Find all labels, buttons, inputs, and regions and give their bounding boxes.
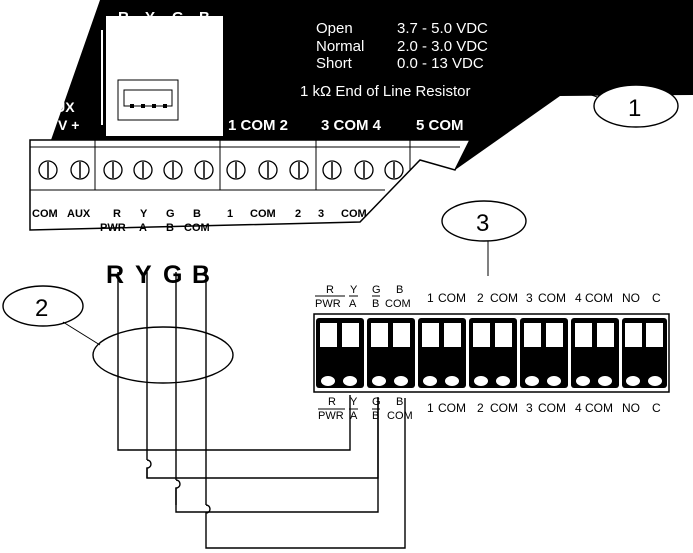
pt-a: A	[139, 222, 147, 234]
callout-3-label: 3	[476, 210, 489, 237]
module-top-terminal-labels: 1 COM 2 COM 3 COM 4 COM NO C	[427, 291, 661, 305]
svg-text:1: 1	[427, 291, 434, 305]
aux-label: AUX	[45, 99, 75, 115]
mod-top-r: R	[326, 284, 334, 296]
wire-labels: R Y G B	[106, 261, 210, 289]
mod-top-pwr: PWR	[315, 298, 341, 310]
resistor-label: 1 kΩ End of Line Resistor	[300, 83, 470, 100]
svg-text:COM: COM	[438, 291, 466, 305]
zone-label-1: 1 COM 2	[228, 117, 288, 134]
svg-text:COM: COM	[438, 401, 466, 415]
mod-top-g: G	[372, 284, 381, 296]
svg-text:1: 1	[427, 401, 434, 415]
svg-text:COM: COM	[387, 410, 413, 422]
callout-2: 2	[2, 285, 234, 384]
zone-labels: 1 COM 2 3 COM 4 5 COM	[228, 117, 464, 134]
voltage-table: Open 3.7 - 5.0 VDC Normal 2.0 - 3.0 VDC …	[300, 20, 488, 100]
svg-text:COM: COM	[538, 291, 566, 305]
panel-label-g: G	[172, 9, 184, 26]
aux-voltage: - 12 V +	[30, 117, 79, 133]
callout-2-label: 2	[35, 295, 48, 322]
svg-text:B: B	[396, 396, 403, 408]
pt-1: 1	[227, 208, 233, 220]
panel-top-labels: R Y G B	[118, 9, 210, 26]
callout-3: 3	[441, 200, 527, 276]
svg-text:2: 2	[477, 401, 484, 415]
pt-com-3: COM	[341, 208, 367, 220]
zone-label-3: 5 COM	[416, 117, 464, 134]
state-normal: Normal	[316, 38, 364, 55]
svg-text:COM: COM	[585, 291, 613, 305]
pt-com-2: COM	[250, 208, 276, 220]
state-open: Open	[316, 20, 353, 37]
range-normal: 2.0 - 3.0 VDC	[397, 38, 488, 55]
panel-label-r: R	[118, 9, 129, 26]
svg-text:4: 4	[575, 401, 582, 415]
svg-text:COM: COM	[490, 291, 518, 305]
svg-text:NO: NO	[622, 401, 640, 415]
svg-text:A: A	[350, 410, 358, 422]
svg-text:C: C	[652, 401, 661, 415]
wire-label-y: Y	[135, 261, 152, 289]
mod-top-y: Y	[350, 284, 358, 296]
svg-text:R: R	[328, 396, 336, 408]
pt-2: 2	[295, 208, 301, 220]
svg-text:COM: COM	[490, 401, 518, 415]
callout-1-label: 1	[628, 95, 641, 122]
panel-label-y: Y	[145, 9, 155, 26]
pt-b-2: B	[166, 222, 174, 234]
mod-top-com: COM	[385, 298, 411, 310]
svg-text:4: 4	[575, 291, 582, 305]
svg-text:3: 3	[526, 291, 533, 305]
wire-label-b: B	[192, 261, 210, 289]
panel-screw-terminals	[38, 160, 404, 180]
pt-r: R	[113, 208, 121, 220]
pt-y: Y	[140, 208, 148, 220]
svg-text:2: 2	[477, 291, 484, 305]
svg-text:PWR: PWR	[318, 410, 344, 422]
wires	[117, 272, 406, 549]
pt-com: COM	[32, 208, 58, 220]
module-bottom-labels: R Y G B PWR A B COM	[318, 396, 413, 422]
svg-text:Y: Y	[350, 396, 358, 408]
range-open: 3.7 - 5.0 VDC	[397, 20, 488, 37]
state-short: Short	[316, 55, 353, 72]
module-terminal-block	[313, 313, 670, 393]
wire-label-g: G	[163, 261, 182, 289]
panel-label-b: B	[199, 9, 210, 26]
svg-text:3: 3	[526, 401, 533, 415]
panel-terminal-strip: COM AUX R Y G B 1 COM 2 3 COM PWR A B CO…	[29, 139, 472, 234]
wire-label-r: R	[106, 261, 124, 289]
wire-group-ellipse	[92, 326, 234, 384]
panel-terminal-labels: COM AUX R Y G B 1 COM 2 3 COM PWR A B CO…	[32, 208, 367, 234]
mod-top-b2: B	[372, 298, 379, 310]
svg-text:G: G	[372, 396, 381, 408]
module-bottom-terminal-labels: 1 COM 2 COM 3 COM 4 COM NO C	[427, 401, 661, 415]
pt-b: B	[193, 208, 201, 220]
range-short: 0.0 - 13 VDC	[397, 55, 484, 72]
mod-top-b: B	[396, 284, 403, 296]
svg-text:B: B	[372, 410, 379, 422]
pt-3: 3	[318, 208, 324, 220]
zone-label-2: 3 COM 4	[321, 117, 382, 134]
aux-label-group: AUX - 12 V +	[30, 99, 79, 133]
svg-text:NO: NO	[622, 291, 640, 305]
svg-text:C: C	[652, 291, 661, 305]
pt-pwr: PWR	[100, 222, 126, 234]
callout-1: 1	[514, 67, 679, 128]
pt-aux: AUX	[67, 208, 91, 220]
module-top-labels: R Y G B PWR A B COM	[315, 284, 411, 310]
svg-text:COM: COM	[585, 401, 613, 415]
pt-g: G	[166, 208, 175, 220]
mod-top-a: A	[349, 298, 357, 310]
svg-text:COM: COM	[538, 401, 566, 415]
pt-com-b: COM	[184, 222, 210, 234]
